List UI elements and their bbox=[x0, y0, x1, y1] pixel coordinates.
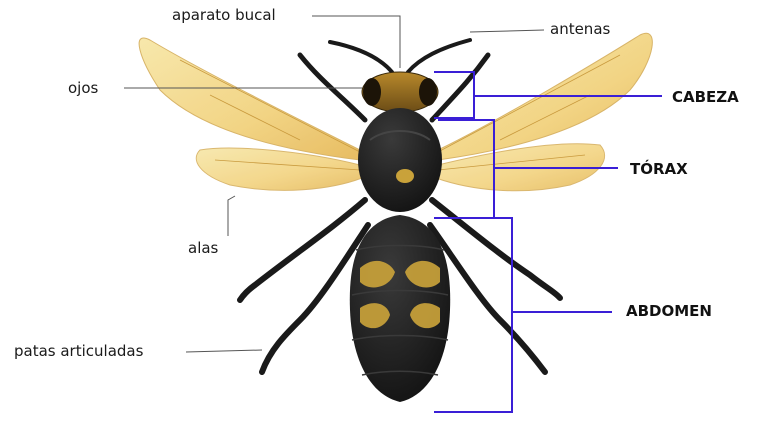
section-head: CABEZA bbox=[672, 88, 739, 106]
section-abdomen: ABDOMEN bbox=[626, 302, 712, 320]
label-mouthparts: aparato bucal bbox=[172, 6, 276, 24]
label-antennae: antenas bbox=[550, 20, 610, 38]
left-forewing bbox=[139, 38, 360, 160]
left-eye bbox=[363, 78, 381, 106]
thorax bbox=[358, 108, 442, 212]
right-eye bbox=[419, 78, 437, 106]
section-thorax: TÓRAX bbox=[630, 160, 688, 178]
label-wings: alas bbox=[188, 239, 218, 257]
label-legs: patas articuladas bbox=[14, 342, 143, 360]
label-eyes: ojos bbox=[68, 79, 98, 97]
